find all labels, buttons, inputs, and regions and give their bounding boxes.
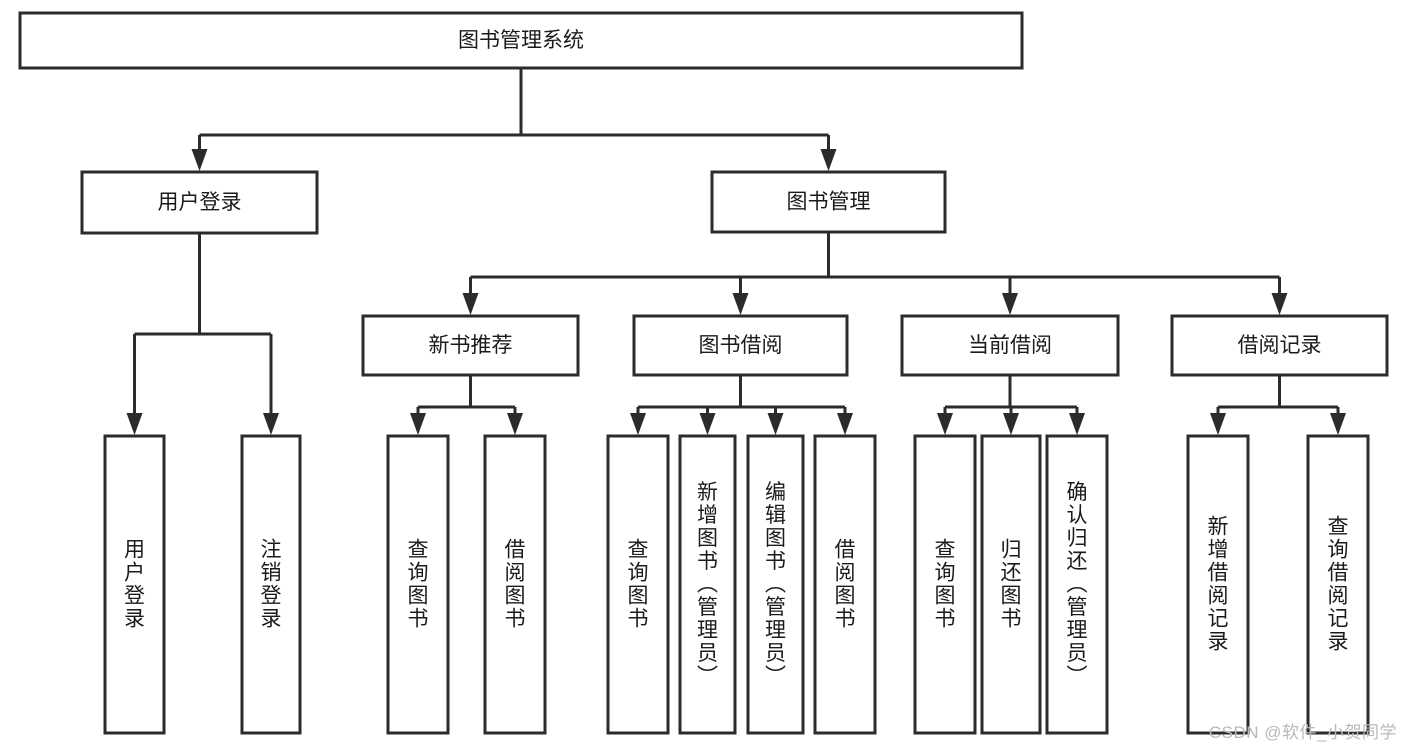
- node-box[interactable]: [18, 11, 1024, 70]
- node-box[interactable]: [710, 170, 947, 234]
- arrow-head: [1210, 413, 1226, 435]
- node-f-add-record[interactable]: 新增借阅记录: [1186, 434, 1250, 735]
- node-f-query-book-3[interactable]: 查询图书: [913, 434, 977, 735]
- node-box[interactable]: [386, 434, 450, 735]
- node-label: 新书推荐: [429, 334, 513, 357]
- node-box[interactable]: [1186, 434, 1250, 735]
- arrow-head: [937, 413, 953, 435]
- arrow-head: [630, 413, 646, 435]
- node-label: 查询图书: [628, 538, 649, 630]
- connector-group: [1210, 375, 1346, 435]
- node-label: 归还图书: [1001, 538, 1022, 630]
- arrow-head: [1330, 413, 1346, 435]
- connector-group: [630, 375, 853, 435]
- arrow-head: [820, 149, 837, 171]
- node-label: 用户登录: [124, 538, 145, 630]
- arrow-head: [1271, 293, 1288, 315]
- node-label: 新增图书︵管理员︶: [697, 481, 718, 688]
- node-box[interactable]: [678, 434, 737, 735]
- arrow-head: [767, 413, 784, 435]
- node-layer: 图书管理系统用户登录图书管理新书推荐图书借阅当前借阅借阅记录用户登录注销登录查询…: [18, 11, 1389, 735]
- arrow-head: [1002, 293, 1018, 315]
- node-label: 用户登录: [158, 191, 242, 214]
- node-current-borrow[interactable]: 当前借阅: [900, 314, 1120, 377]
- node-label: 注销登录: [261, 538, 282, 630]
- node-box[interactable]: [1170, 314, 1389, 377]
- node-label: 新增借阅记录: [1208, 515, 1229, 653]
- node-f-borrow-book-2[interactable]: 借阅图书: [813, 434, 877, 735]
- arrow-head: [507, 413, 523, 435]
- node-f-edit-book[interactable]: 编辑图书︵管理员︶: [746, 434, 805, 735]
- node-f-borrow-book-1[interactable]: 借阅图书: [483, 434, 547, 735]
- node-label: 确认归还︵管理员︶: [1067, 481, 1088, 688]
- node-label: 图书管理系统: [458, 29, 584, 52]
- node-box[interactable]: [913, 434, 977, 735]
- node-box[interactable]: [632, 314, 849, 377]
- arrow-head: [732, 293, 749, 315]
- connector-layer: [126, 68, 1346, 435]
- node-label: 借阅图书: [505, 538, 526, 630]
- node-f-query-record[interactable]: 查询借阅记录: [1306, 434, 1370, 735]
- node-borrow-record[interactable]: 借阅记录: [1170, 314, 1389, 377]
- node-box[interactable]: [103, 434, 166, 735]
- arrow-head: [837, 413, 853, 435]
- csdn-watermark: CSDN @软件_小贺同学: [1208, 723, 1397, 742]
- node-f-add-book[interactable]: 新增图书︵管理员︶: [678, 434, 737, 735]
- connector-group: [191, 68, 837, 171]
- node-label: 图书管理: [787, 191, 871, 214]
- node-label: 当前借阅: [968, 334, 1052, 357]
- node-book-borrow[interactable]: 图书借阅: [632, 314, 849, 377]
- node-box[interactable]: [1045, 434, 1109, 735]
- arrow-head: [191, 149, 208, 171]
- node-box[interactable]: [900, 314, 1120, 377]
- node-f-confirm-return[interactable]: 确认归还︵管理员︶: [1045, 434, 1109, 735]
- node-box[interactable]: [1306, 434, 1370, 735]
- node-book-manage[interactable]: 图书管理: [710, 170, 947, 234]
- node-f-logout[interactable]: 注销登录: [240, 434, 302, 735]
- node-label: 查询借阅记录: [1328, 515, 1349, 653]
- node-user-login[interactable]: 用户登录: [80, 170, 319, 235]
- node-label: 查询图书: [408, 538, 429, 630]
- node-f-return-book[interactable]: 归还图书: [980, 434, 1042, 735]
- arrow-head: [462, 293, 479, 315]
- node-box[interactable]: [980, 434, 1042, 735]
- node-label: 图书借阅: [699, 334, 783, 357]
- node-f-query-book-1[interactable]: 查询图书: [386, 434, 450, 735]
- node-box[interactable]: [813, 434, 877, 735]
- node-box[interactable]: [80, 170, 319, 235]
- node-label: 查询图书: [935, 538, 956, 630]
- node-box[interactable]: [240, 434, 302, 735]
- arrow-head: [263, 413, 279, 435]
- arrow-head: [699, 413, 716, 435]
- node-box[interactable]: [483, 434, 547, 735]
- node-label: 借阅图书: [835, 538, 856, 630]
- node-label: 借阅记录: [1238, 334, 1322, 357]
- node-label: 编辑图书︵管理员︶: [765, 481, 786, 688]
- node-new-book-rec[interactable]: 新书推荐: [361, 314, 580, 377]
- arrow-head: [1069, 413, 1085, 435]
- node-box[interactable]: [606, 434, 670, 735]
- connector-group: [937, 375, 1085, 435]
- connector-group: [462, 232, 1288, 315]
- connector-group: [410, 375, 523, 435]
- node-f-user-login[interactable]: 用户登录: [103, 434, 166, 735]
- connector-group: [126, 233, 279, 435]
- arrow-head: [410, 413, 426, 435]
- arrow-head: [126, 413, 143, 435]
- node-box[interactable]: [746, 434, 805, 735]
- node-f-query-book-2[interactable]: 查询图书: [606, 434, 670, 735]
- node-root[interactable]: 图书管理系统: [18, 11, 1024, 70]
- arrow-head: [1003, 413, 1019, 435]
- node-box[interactable]: [361, 314, 580, 377]
